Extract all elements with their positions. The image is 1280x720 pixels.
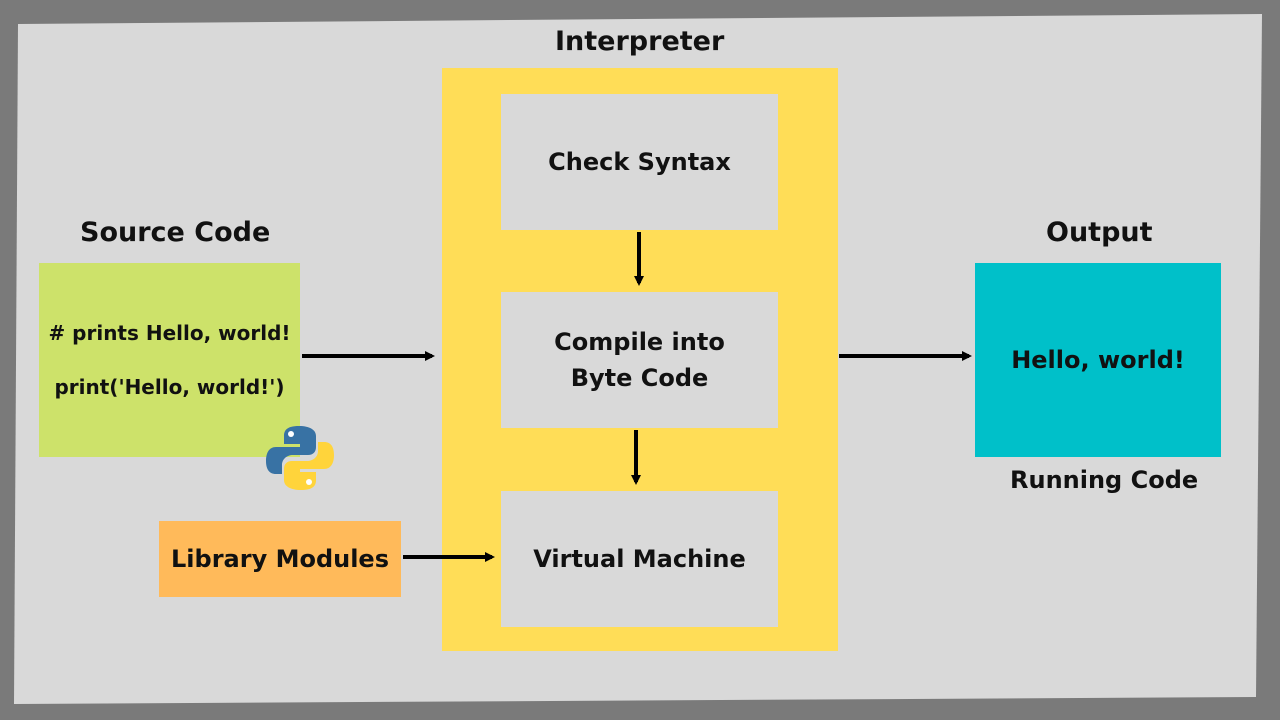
output-box: Hello, world! [975, 263, 1221, 457]
running-code-caption: Running Code [1010, 466, 1199, 494]
check-syntax-stage: Check Syntax [501, 94, 778, 230]
source-code-box: # prints Hello, world! print('Hello, wor… [39, 263, 300, 457]
source-code-title: Source Code [80, 217, 271, 248]
source-print-line: print('Hello, world!') [54, 375, 285, 399]
python-logo-icon [266, 426, 334, 490]
output-title: Output [1046, 217, 1153, 248]
virtual-machine-stage: Virtual Machine [501, 491, 778, 627]
compile-line-2: Byte Code [570, 364, 709, 392]
interpreter-title: Interpreter [555, 26, 725, 57]
source-comment-line: # prints Hello, world! [48, 321, 291, 345]
library-modules-box: Library Modules [159, 521, 401, 597]
compile-bytecode-stage: Compile into Byte Code [501, 292, 778, 428]
compile-line-1: Compile into [554, 328, 725, 356]
